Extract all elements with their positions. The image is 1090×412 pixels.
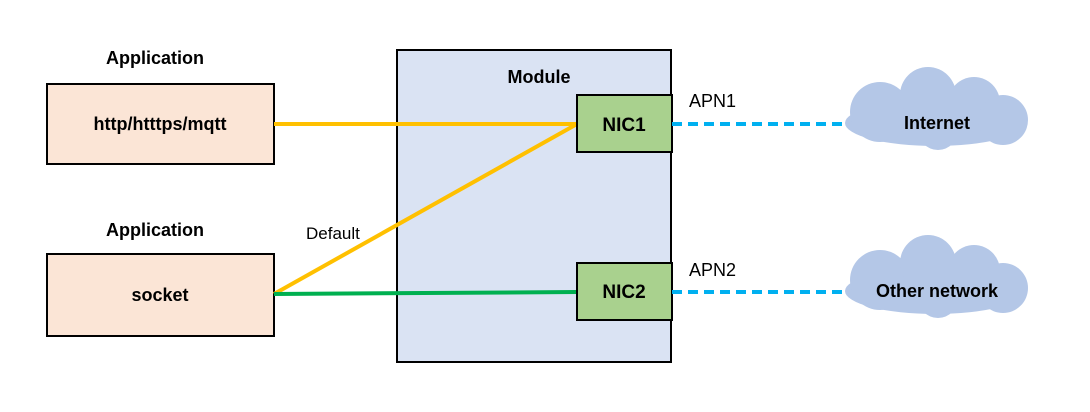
module-title: Module <box>508 67 571 87</box>
default-route-label: Default <box>306 224 360 243</box>
application-box-http <box>46 83 275 165</box>
nic1-box <box>576 94 673 153</box>
yellow-line-socket-to-nic1 <box>273 122 578 296</box>
application-label-http: http/htttps/mqtt <box>94 114 227 134</box>
application-heading-2: Application <box>106 220 204 240</box>
cloud-icon-internet <box>845 67 1028 150</box>
network-label-internet: Internet <box>904 113 970 133</box>
application-heading-1: Application <box>106 48 204 68</box>
apn2-label: APN2 <box>689 260 736 280</box>
green-line-socket-to-nic2 <box>273 290 578 296</box>
nic1-label: NIC1 <box>602 115 646 136</box>
application-box-socket <box>46 253 275 337</box>
nic2-label: NIC2 <box>602 282 645 303</box>
cloud-icon-other-network <box>845 235 1028 318</box>
network-label-other: Other network <box>876 281 999 301</box>
application-label-socket: socket <box>131 285 188 305</box>
apn1-label: APN1 <box>689 91 736 111</box>
